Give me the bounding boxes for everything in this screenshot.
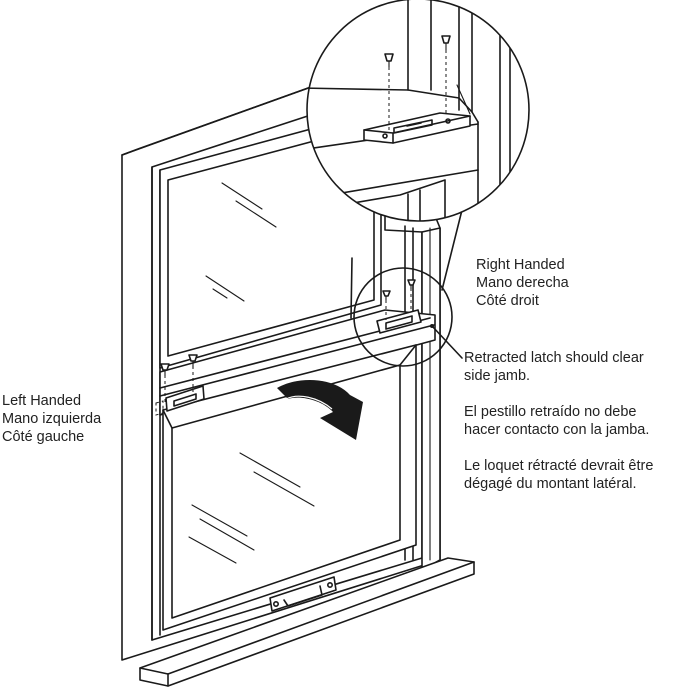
clearance-en-line2: side jamb. (464, 368, 531, 384)
clearance-es-line1: El pestillo retraído no debe (464, 404, 637, 420)
screw-icon (160, 363, 170, 377)
right-handed-fr: Côté droit (476, 293, 539, 309)
screw-icon (188, 354, 198, 369)
clearance-fr-line1: Le loquet rétracté devrait être (464, 458, 654, 474)
detail-connector-line (350, 257, 353, 319)
left-handed-fr: Côté gauche (2, 429, 85, 445)
clearance-leader (430, 324, 463, 359)
right-latch (376, 288, 422, 334)
curved-tilt-arrow-icon (277, 379, 363, 440)
right-handed-label: Right Handed Mano derecha Côté droit (476, 256, 569, 310)
screw-icon (407, 279, 416, 290)
clearance-en-line1: Retracted latch should clear (464, 350, 644, 366)
upper-sash (159, 109, 382, 369)
left-handed-label: Left Handed Mano izquierda Côté gauche (2, 392, 101, 446)
left-latch (155, 360, 205, 416)
clearance-fr-line2: dégagé du montant latéral. (464, 476, 637, 492)
screw-icon (382, 290, 391, 301)
detail-marker-ring (353, 267, 453, 367)
left-handed-es: Mano izquierda (2, 411, 102, 427)
window-sill (139, 557, 475, 687)
sash-lift-handle-icon (269, 576, 337, 612)
right-handed-es: Mano derecha (476, 275, 569, 291)
magnified-detail (306, 0, 530, 222)
right-handed-en: Right Handed (476, 257, 565, 273)
left-handed-en: Left Handed (2, 393, 82, 409)
detail-connector-line (441, 209, 463, 291)
clearance-note: Retracted latch should clear side jamb. … (464, 349, 653, 493)
clearance-es-line2: hacer contacto con la jamba. (464, 422, 650, 438)
